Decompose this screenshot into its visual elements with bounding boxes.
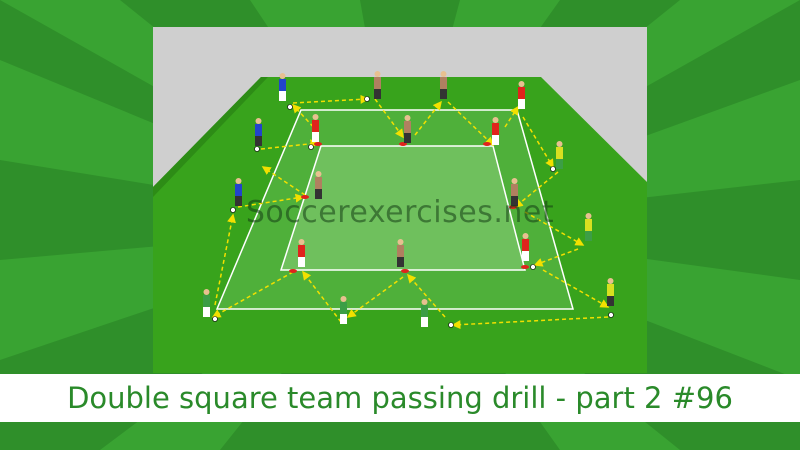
title-bar: Double square team passing drill - part …: [0, 374, 800, 422]
player-red: [298, 239, 305, 267]
drill-diagram: Soccerexercises.net: [153, 27, 647, 373]
player-brown: [397, 239, 404, 267]
balls: [212, 96, 614, 328]
player-red: [518, 81, 525, 109]
player-brown: [511, 178, 518, 206]
pitch-illustration: [153, 27, 647, 373]
player-red: [492, 117, 499, 145]
player-blue: [235, 178, 242, 206]
player-red: [312, 114, 319, 142]
players: [203, 71, 614, 327]
player-blue: [255, 118, 262, 146]
inner-square: [279, 145, 526, 271]
player-brown: [404, 115, 411, 143]
pass-arrows: [211, 94, 610, 330]
player-yellow: [556, 141, 563, 169]
player-yellow: [607, 278, 614, 306]
player-yellow: [585, 213, 592, 241]
player-brown: [315, 171, 322, 199]
player-green: [421, 299, 428, 327]
watermark-text: Soccerexercises.net: [245, 195, 555, 230]
player-green: [203, 289, 210, 317]
player-brown: [440, 71, 447, 99]
player-brown: [374, 71, 381, 99]
video-title: Double square team passing drill - part …: [67, 381, 733, 415]
player-green: [340, 296, 347, 324]
player-red: [522, 233, 529, 261]
player-blue: [279, 73, 286, 101]
